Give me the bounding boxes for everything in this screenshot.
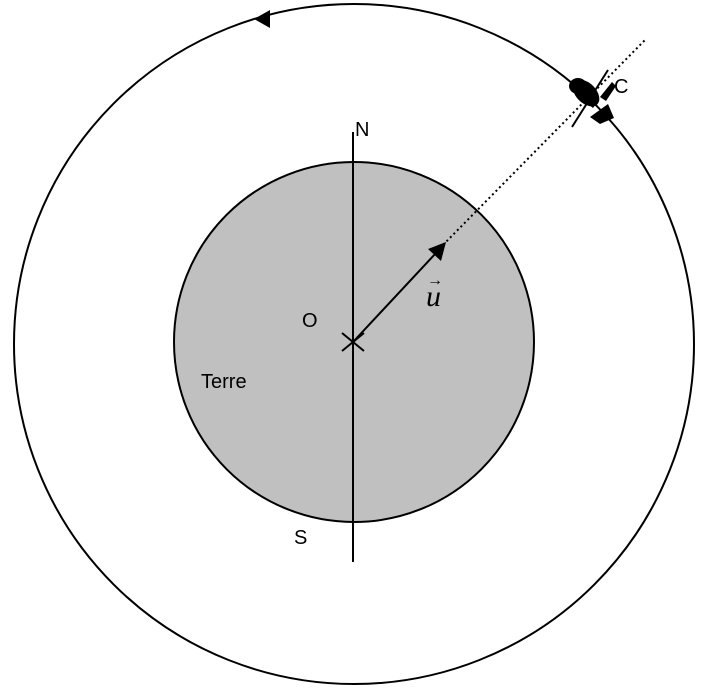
orbit-direction-arrowhead-icon	[254, 10, 270, 28]
label-earth: Terre	[201, 371, 247, 393]
satellite-icon	[569, 69, 616, 128]
vector-u-arrowhead-icon	[428, 242, 446, 261]
center-cross-icon	[341, 332, 365, 352]
vector-u-shaft	[352, 252, 437, 343]
label-vector-u: u	[426, 280, 441, 313]
label-satellite: C	[614, 76, 628, 98]
label-vector-arrow-icon: →	[427, 272, 443, 289]
label-center: O	[302, 310, 318, 332]
label-north: N	[355, 119, 369, 141]
label-south: S	[294, 527, 307, 549]
orbit-circle	[13, 3, 695, 685]
